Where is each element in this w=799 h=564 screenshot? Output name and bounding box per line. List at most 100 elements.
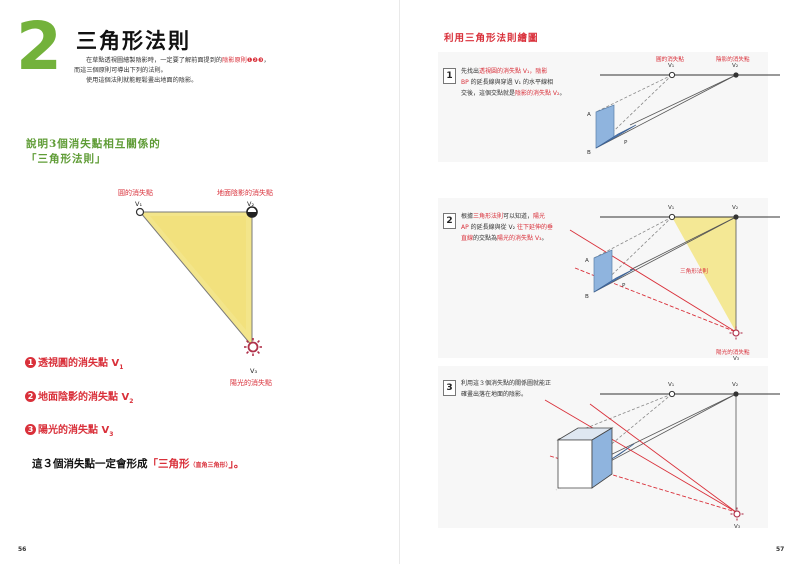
step-2-line-2-hl: AP <box>461 224 469 231</box>
step-2-line-1-hl2: 陽光 <box>533 213 546 220</box>
step-3-label-v2: V₂ <box>732 382 739 388</box>
step-2-line-3-hl: 直線 <box>461 235 474 242</box>
step-1-label-a: A <box>587 112 591 118</box>
label-v1: V₁ <box>135 200 143 208</box>
section-heading: 說明3個消失點相互關係的 「三角形法則」 <box>26 137 161 167</box>
intro-line-1-text: 在草點透視圖繪製陰影時，一定要了解前面提到的 <box>86 57 223 64</box>
step-1-number: 1 <box>443 68 456 84</box>
intro-line-2: 而這三個原則可導出下列的法則。 <box>74 67 167 74</box>
step-1-v2 <box>733 72 739 78</box>
step-1-line-3-post: 。 <box>559 90 566 97</box>
step-3-sun-icon <box>730 507 744 521</box>
triangle-shade <box>150 216 246 330</box>
step-2-line-3: 直線的交點為陽光的消失點 V₃。 <box>461 233 553 244</box>
step-2-label-v1: V₁ <box>668 205 675 211</box>
conclusion-pre: 這３個消失點一定會形成 <box>32 458 148 470</box>
step-2-line-1-pre: 根據 <box>461 213 474 220</box>
step-3-label-v3: V₃ <box>734 524 741 530</box>
list-number-3: 3 <box>25 424 36 435</box>
step-3-diagram <box>544 390 780 521</box>
list-text-3: 陽光的消失點 V <box>38 425 110 436</box>
triangle-diagram <box>135 206 262 356</box>
step-3-line-2: 確畫出落在地面的陰影。 <box>461 391 528 398</box>
step-3-number: 3 <box>443 380 456 396</box>
section-heading-line-1: 說明3個消失點相互關係的 <box>26 138 161 150</box>
list-text-1: 透視圓的消失點 V <box>38 358 120 369</box>
step-1-diagram <box>595 71 780 149</box>
step-1-line-3-hl: 陰影的消失點 V₂ <box>515 90 560 97</box>
step-2-yellow-triangle <box>672 217 736 332</box>
chapter-number: 2 <box>16 14 62 80</box>
intro-line-1-end: ， <box>263 57 270 64</box>
section-heading-line-2: 「三角形法則」 <box>26 153 107 165</box>
step-3-line-1: 利用這３個消失點的關係圖就能正 <box>461 380 552 387</box>
page-gutter <box>399 0 400 564</box>
conclusion-highlight: 「三角形 <box>147 458 190 470</box>
right-page-title: 利用三角形法則繪圖 <box>444 33 539 44</box>
conclusion-close: 」。 <box>228 458 245 470</box>
step-2-line-3-mid: 的交點為 <box>473 235 498 242</box>
step-3-cube-side <box>591 427 613 489</box>
step-1-line-2-post: 的延長線與穿過 V₁ 的水平線相 <box>468 79 553 86</box>
step-2-v1 <box>668 213 676 221</box>
label-v2: V₂ <box>247 200 255 208</box>
step-1-text: 先找出透視圓的消失點 V₁，陰影 BP 的延長線與穿過 V₁ 的水平線相 交後，… <box>461 66 565 99</box>
step-1-label-v1: V₁ <box>668 63 675 69</box>
step-2-line-1-mid: 可以知道， <box>503 213 534 220</box>
intro-paragraph: 在草點透視圖繪製陰影時，一定要了解前面提到的陰影原則❶❷❸， 而這三個原則可導出… <box>74 56 270 86</box>
conclusion-text: 這３個消失點一定會形成「三角形（直角三角形）」。 <box>32 456 244 471</box>
step-2-line-2-hl2: 往下延伸的垂 <box>516 224 553 231</box>
step-1-line-2: BP 的延長線與穿過 V₁ 的水平線相 <box>461 77 565 88</box>
page-number-right: 57 <box>776 546 785 553</box>
step-2-line-3-hl2: 陽光的消失點 V₃ <box>497 235 542 242</box>
step-1-label-p: P <box>624 140 628 146</box>
step-2-line-2-mid: 的延長線與從 V₂ <box>468 224 517 231</box>
step-1-label-shadow-vp: 陰影的消失點 <box>716 57 750 63</box>
label-shadow-vp: 地面陰影的消失點 <box>217 189 273 197</box>
sun-icon <box>244 338 262 356</box>
step-1-shadow <box>595 124 637 149</box>
list-number-1: 1 <box>25 357 36 368</box>
list-sub-2: 2 <box>129 398 134 405</box>
step-2-label-b: B <box>585 294 589 300</box>
step-2-label-a: A <box>585 258 589 264</box>
list-sub-1: 1 <box>119 364 124 371</box>
step-1-line-3: 交後，這個交點就是陰影的消失點 V₂。 <box>461 88 565 99</box>
label-circle-vp: 圓的消失點 <box>118 189 153 197</box>
step-1-line-1: 先找出透視圓的消失點 V₁，陰影 <box>461 66 565 77</box>
step-3-label-v1: V₁ <box>668 382 675 388</box>
step-2-shadow <box>593 268 635 293</box>
step-3-cube-front <box>557 439 593 489</box>
intro-line-3: 使用這個法則就能輕鬆畫出地面的陰影。 <box>86 77 198 84</box>
step-2-diagram <box>569 213 780 340</box>
step-1-label-v2: V₂ <box>732 63 739 69</box>
step-1-line-3-pre: 交後，這個交點就是 <box>461 90 516 97</box>
step-2-v2 <box>733 214 739 220</box>
step-2-line-1: 根據三角形法則可以知道，陽光 <box>461 211 553 222</box>
v2-point-fill <box>247 212 257 217</box>
intro-line-1: 在草點透視圖繪製陰影時，一定要了解前面提到的陰影原則❶❷❸， <box>74 56 270 66</box>
step-2-label-p: P <box>622 283 626 289</box>
step-2-line-3-post: 。 <box>541 235 548 242</box>
step-2-label-v2: V₂ <box>732 205 739 211</box>
step-2-text: 根據三角形法則可以知道，陽光 AP 的延長線與從 V₂ 往下延伸的垂 直線的交點… <box>461 211 553 244</box>
step-1-label-b: B <box>587 150 591 156</box>
conclusion-small: （直角三角形） <box>189 462 229 469</box>
step-2-line-2: AP 的延長線與從 V₂ 往下延伸的垂 <box>461 222 553 233</box>
page-title: 三角形法則 <box>76 29 191 53</box>
step-2-label-triangle-rule: 三角形法則 <box>680 269 708 275</box>
step-1-label-circle-vp: 圓的消失點 <box>656 57 684 63</box>
step-1-v1 <box>668 71 676 79</box>
step-3-text: 利用這３個消失點的關係圖就能正 確畫出落在地面的陰影。 <box>461 378 551 400</box>
step-1-line-1-pre: 先找出 <box>461 68 480 75</box>
step-2-line-1-hl: 三角形法則 <box>473 213 504 220</box>
step-2-sun-icon <box>729 326 743 340</box>
step-2-label-sun-vp: 陽光的消失點 <box>716 350 750 356</box>
step-1-line-2-hl: BP <box>461 79 469 86</box>
step-3-v1 <box>668 390 676 398</box>
list-number-2: 2 <box>25 391 36 402</box>
step-2-number: 2 <box>443 213 456 229</box>
